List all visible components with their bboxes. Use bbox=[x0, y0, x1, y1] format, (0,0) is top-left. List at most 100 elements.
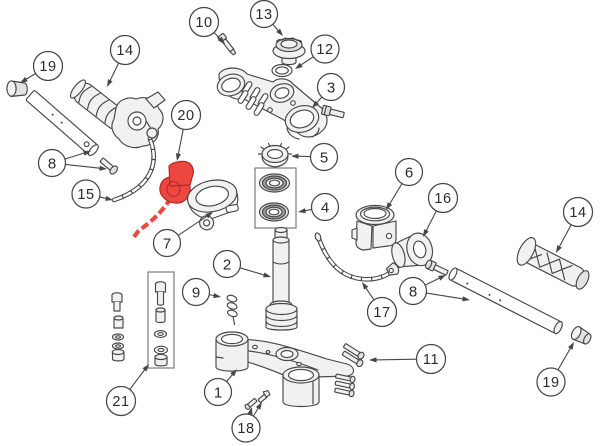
callout-balloon-7 bbox=[152, 228, 182, 258]
callout-5: 5 bbox=[291, 142, 339, 172]
callout-number-20: 20 bbox=[177, 108, 194, 124]
callout-number-19-right: 19 bbox=[542, 375, 559, 391]
callout-number-19-left: 19 bbox=[39, 59, 56, 75]
leader-line-12 bbox=[298, 56, 314, 67]
callout-balloon-20 bbox=[170, 99, 202, 131]
part-grip-right bbox=[516, 237, 590, 290]
part-throttle-housing-6 bbox=[351, 204, 397, 251]
callout-balloon-16 bbox=[427, 182, 459, 214]
leader-line-21 bbox=[129, 367, 147, 390]
leader-line-16 bbox=[424, 210, 437, 233]
callout-number-6: 6 bbox=[405, 164, 413, 181]
leader-line-6 bbox=[388, 183, 403, 207]
leader-arrowhead-19-left bbox=[20, 76, 28, 83]
part-screws-18 bbox=[244, 390, 271, 410]
part-top-triple-clamp-3 bbox=[216, 67, 328, 140]
callout-balloon-14-right bbox=[562, 196, 594, 228]
callout-balloon-17 bbox=[366, 296, 398, 328]
leader-arrowhead-4 bbox=[298, 208, 306, 214]
callout-6: 6 bbox=[386, 157, 424, 210]
part-throttle-pulley-16 bbox=[385, 232, 434, 276]
leader-arrowhead-18 bbox=[255, 402, 262, 410]
part-bolt-3 bbox=[320, 104, 345, 119]
callout-number-1: 1 bbox=[214, 384, 222, 401]
callout-11: 11 bbox=[369, 343, 447, 375]
callout-balloon-13 bbox=[249, 0, 279, 29]
leader-arrowhead-8-left bbox=[83, 150, 91, 156]
callout-1: 1 bbox=[203, 369, 237, 407]
leader-arrowhead-15 bbox=[105, 195, 113, 201]
leader-arrowhead-8-right bbox=[438, 275, 446, 281]
callout-number-11: 11 bbox=[423, 352, 439, 368]
leader-arrowhead-2 bbox=[263, 272, 271, 278]
callout-8-right: 8 bbox=[398, 275, 470, 306]
callout-14-left: 14 bbox=[107, 34, 141, 87]
leader-line-14-left bbox=[108, 62, 120, 83]
leader-line-8-left bbox=[64, 151, 87, 160]
leader-arrowhead-13 bbox=[276, 28, 283, 36]
callout-4: 4 bbox=[298, 192, 340, 222]
callout-number-16: 16 bbox=[434, 191, 451, 207]
leader-arrowhead-19-right bbox=[568, 342, 574, 350]
callout-14-right: 14 bbox=[556, 196, 594, 253]
callout-18: 18 bbox=[231, 402, 262, 443]
part-bar-end-plug-left bbox=[6, 80, 28, 98]
callout-number-18: 18 bbox=[237, 421, 254, 437]
leader-line-17 bbox=[364, 285, 375, 301]
callout-number-10: 10 bbox=[195, 15, 212, 31]
callout-balloon-11 bbox=[415, 343, 447, 375]
callout-9: 9 bbox=[181, 277, 221, 307]
leader-arrowhead-14-left bbox=[107, 79, 113, 87]
leader-arrowhead-18 bbox=[247, 407, 253, 415]
leader-arrowhead-11 bbox=[369, 357, 377, 363]
callout-balloon-10 bbox=[188, 6, 220, 38]
callout-2: 2 bbox=[212, 249, 271, 279]
callout-20: 20 bbox=[170, 99, 202, 161]
callout-number-8-right: 8 bbox=[409, 283, 417, 300]
callout-19-left: 19 bbox=[20, 50, 64, 83]
callout-balloon-4 bbox=[310, 192, 340, 222]
callout-13: 13 bbox=[249, 0, 283, 36]
part-bearing-kit-4 bbox=[254, 167, 297, 229]
leader-line-8-right bbox=[424, 276, 442, 286]
callout-12: 12 bbox=[295, 34, 340, 69]
callout-balloon-21 bbox=[105, 385, 137, 417]
part-stem-nut-13 bbox=[272, 37, 306, 66]
leader-line-8-left bbox=[65, 163, 103, 170]
callout-balloon-3 bbox=[316, 72, 346, 102]
callout-number-12: 12 bbox=[316, 42, 333, 58]
part-handlebar-tube-left bbox=[25, 90, 99, 157]
part-spring-pin-9 bbox=[226, 294, 238, 326]
leader-arrowhead-20 bbox=[175, 153, 181, 161]
leader-arrowhead-9 bbox=[213, 292, 221, 299]
leader-arrowhead-6 bbox=[386, 202, 393, 210]
leader-arrowhead-12 bbox=[295, 62, 303, 69]
part-hardware-kit-21 bbox=[147, 271, 175, 369]
callout-8-left: 8 bbox=[37, 148, 107, 178]
callout-balloon-12 bbox=[310, 34, 340, 64]
part-bolt-8-left bbox=[99, 157, 119, 175]
callout-number-7: 7 bbox=[163, 235, 171, 252]
part-highlighted-boot-20 bbox=[132, 160, 194, 239]
callout-balloon-8-right bbox=[398, 276, 428, 306]
leader-arrowhead-14-right bbox=[556, 245, 562, 253]
part-bar-end-plug-right bbox=[570, 326, 592, 345]
callout-number-5: 5 bbox=[320, 149, 328, 166]
callout-number-13: 13 bbox=[255, 7, 272, 23]
leader-arrowhead-7 bbox=[205, 212, 213, 219]
part-washer-12 bbox=[271, 63, 293, 78]
callout-16: 16 bbox=[423, 182, 459, 237]
callout-3: 3 bbox=[312, 72, 346, 108]
callout-balloon-1 bbox=[203, 377, 233, 407]
callout-number-14-left: 14 bbox=[116, 43, 133, 59]
callout-number-9: 9 bbox=[192, 284, 200, 301]
leader-line-8-right bbox=[426, 292, 466, 300]
part-handlebar-tube-right bbox=[448, 267, 563, 335]
callout-balloon-15 bbox=[71, 179, 101, 209]
callout-balloon-14-left bbox=[109, 34, 141, 66]
callout-7: 7 bbox=[152, 212, 213, 258]
part-bolt-8-right bbox=[425, 259, 449, 276]
part-grip-lever-assembly-left bbox=[69, 79, 166, 149]
